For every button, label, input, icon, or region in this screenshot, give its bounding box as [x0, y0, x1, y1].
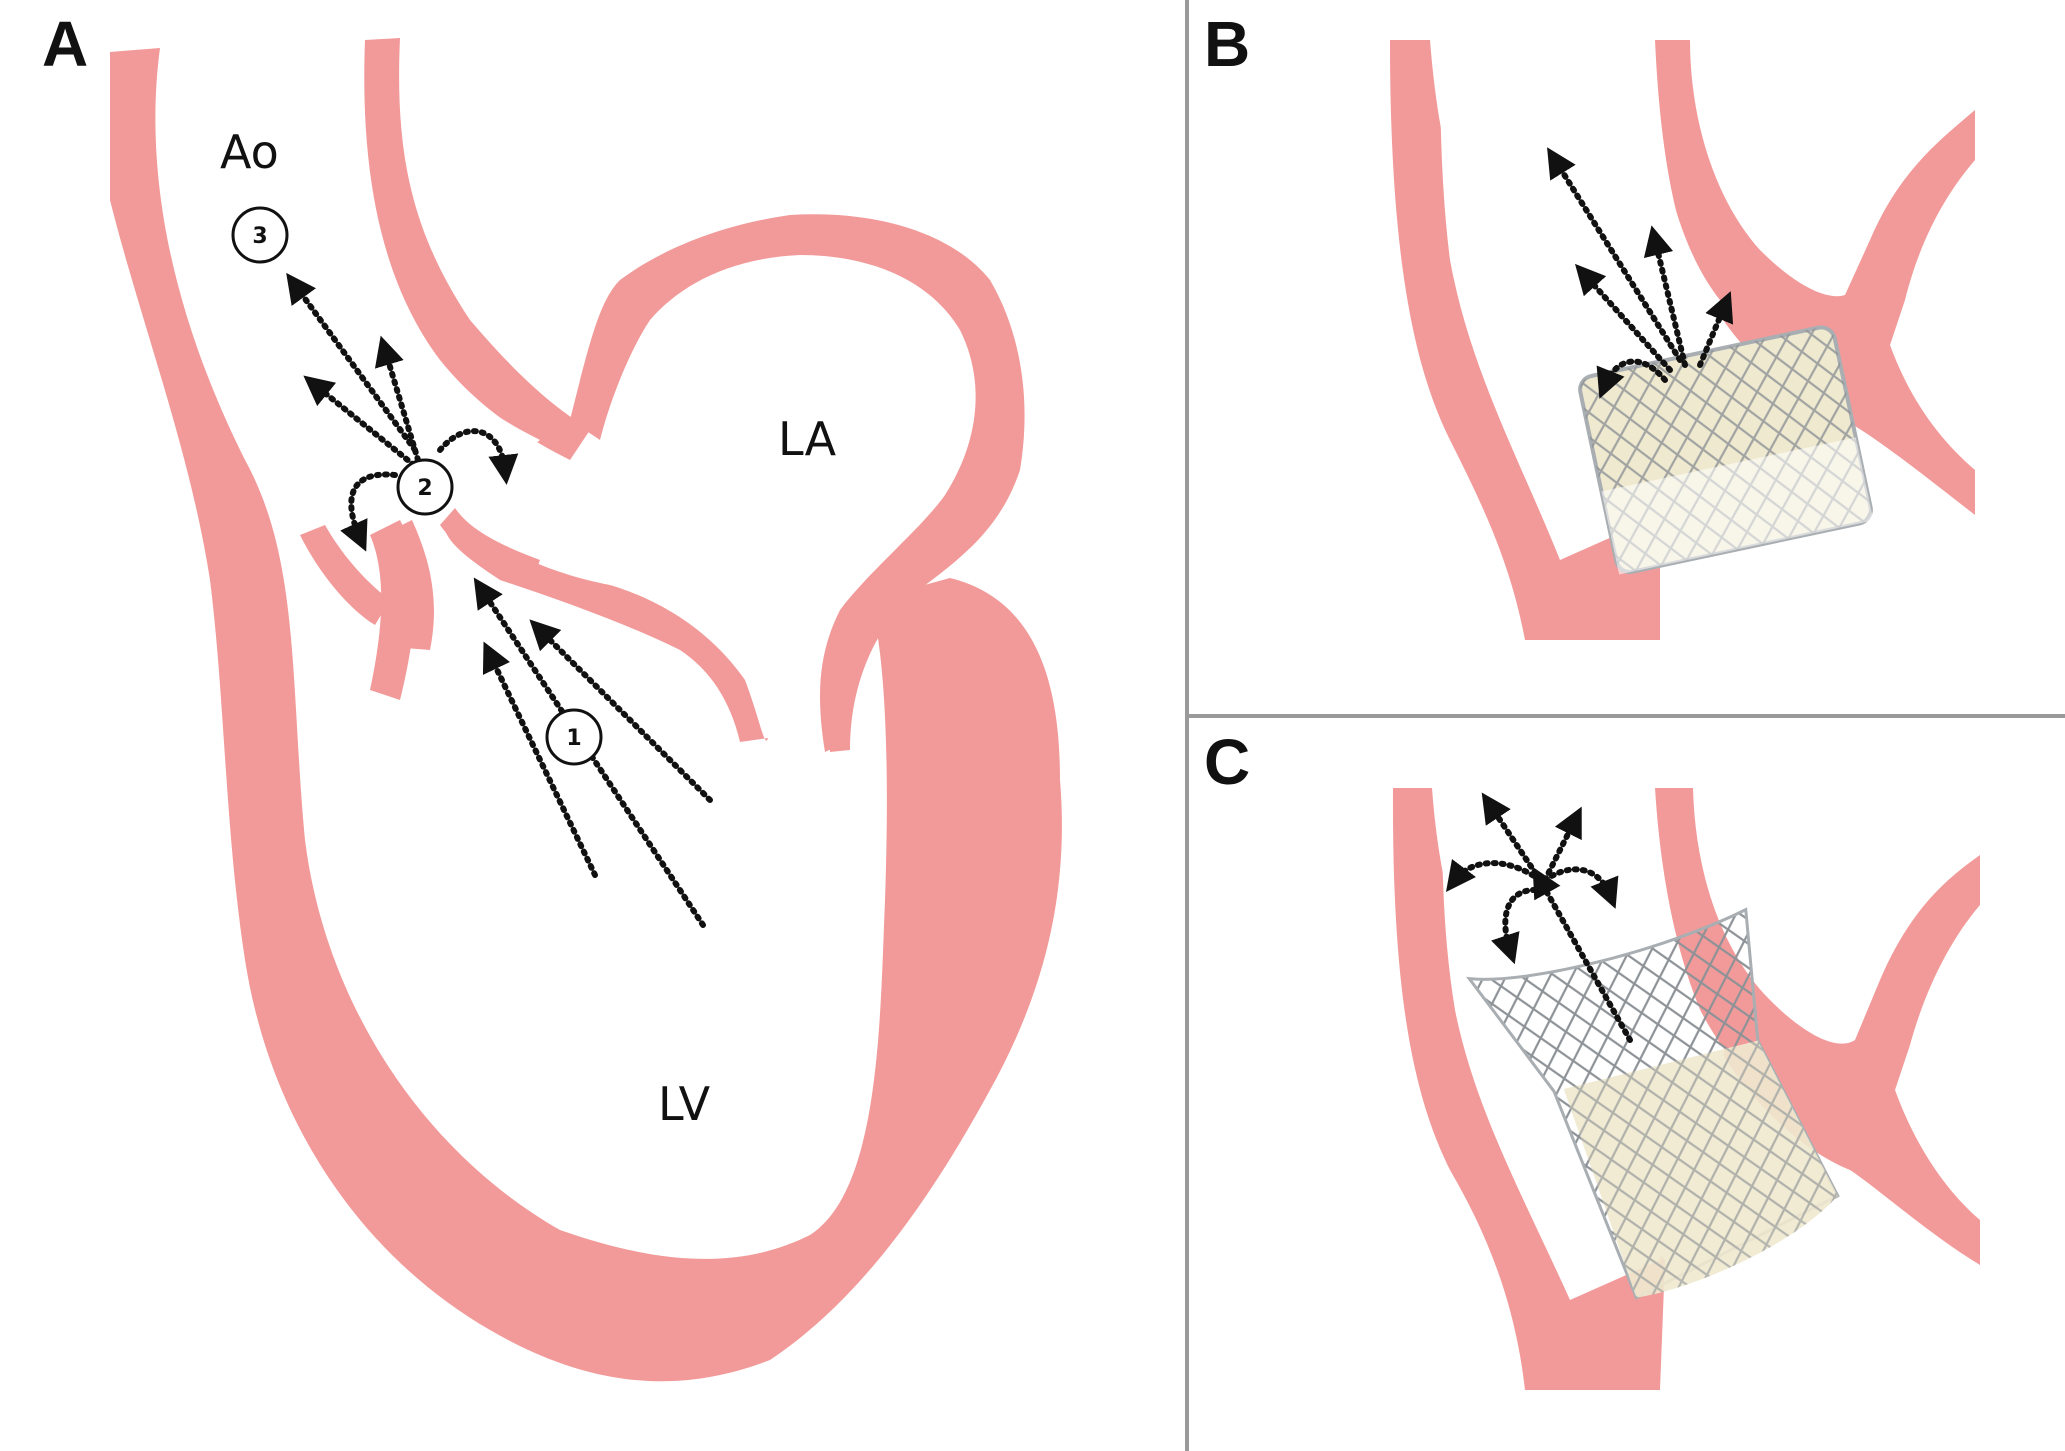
flow-marker-2: 2	[396, 458, 454, 516]
panel-b-flow-1	[1547, 147, 1683, 363]
flow-marker-3: 3	[231, 206, 289, 264]
heart-outer-wall	[110, 48, 1062, 1382]
panel-letter-a: A	[42, 8, 88, 80]
panel-c-flow-4	[1445, 858, 1543, 892]
flow-arrow-3	[286, 272, 418, 453]
label-left-ventricle: LV	[658, 1077, 711, 1131]
panel-c-flow-1	[1532, 866, 1633, 1043]
panel-b-flow-4	[1697, 291, 1734, 368]
flow-arrow-2a	[303, 375, 423, 473]
panel-b-flow-3	[1574, 263, 1673, 373]
flow-arrow-2c	[437, 428, 519, 485]
flow-marker-1: 1	[545, 708, 603, 766]
panel-c-flow-6	[1491, 887, 1538, 965]
panel-c-flow-5	[1542, 866, 1619, 909]
panel-a: 1 2 3 Ao LA LV A	[42, 8, 1062, 1382]
panel-b-flow-2	[1643, 225, 1688, 368]
panel-letter-b: B	[1204, 8, 1250, 80]
self-expanding-valve	[1465, 907, 1840, 1300]
flow-arrow-2d	[340, 471, 398, 552]
panel-c-flow-2	[1481, 792, 1543, 883]
panel-b-anterior-wall	[1655, 40, 1975, 515]
aortic-leaflet-mitral	[440, 508, 540, 585]
panel-letter-c: C	[1204, 726, 1250, 798]
label-left-atrium: LA	[778, 412, 837, 466]
panel-b-flow-5	[1596, 358, 1668, 399]
panel-b: B	[1204, 8, 1975, 640]
aortic-leaflet-left	[300, 525, 390, 625]
panel-c: C	[1204, 726, 1980, 1390]
svg-text:1: 1	[566, 726, 581, 751]
flow-arrow-1c	[529, 619, 713, 803]
flow-arrow-1a	[482, 641, 598, 878]
label-aorta: Ao	[220, 125, 279, 179]
aortic-leaflet-right	[392, 520, 434, 650]
svg-text:3: 3	[252, 224, 267, 249]
panel-c-flow-3	[1542, 806, 1582, 883]
balloon-expandable-valve	[1578, 325, 1874, 575]
lv-cavity	[371, 560, 824, 1235]
septum	[364, 38, 590, 460]
panel-c-anterior-wall	[1655, 788, 1980, 1265]
posterior-mitral-leaflet	[829, 600, 905, 752]
svg-text:2: 2	[417, 476, 432, 501]
